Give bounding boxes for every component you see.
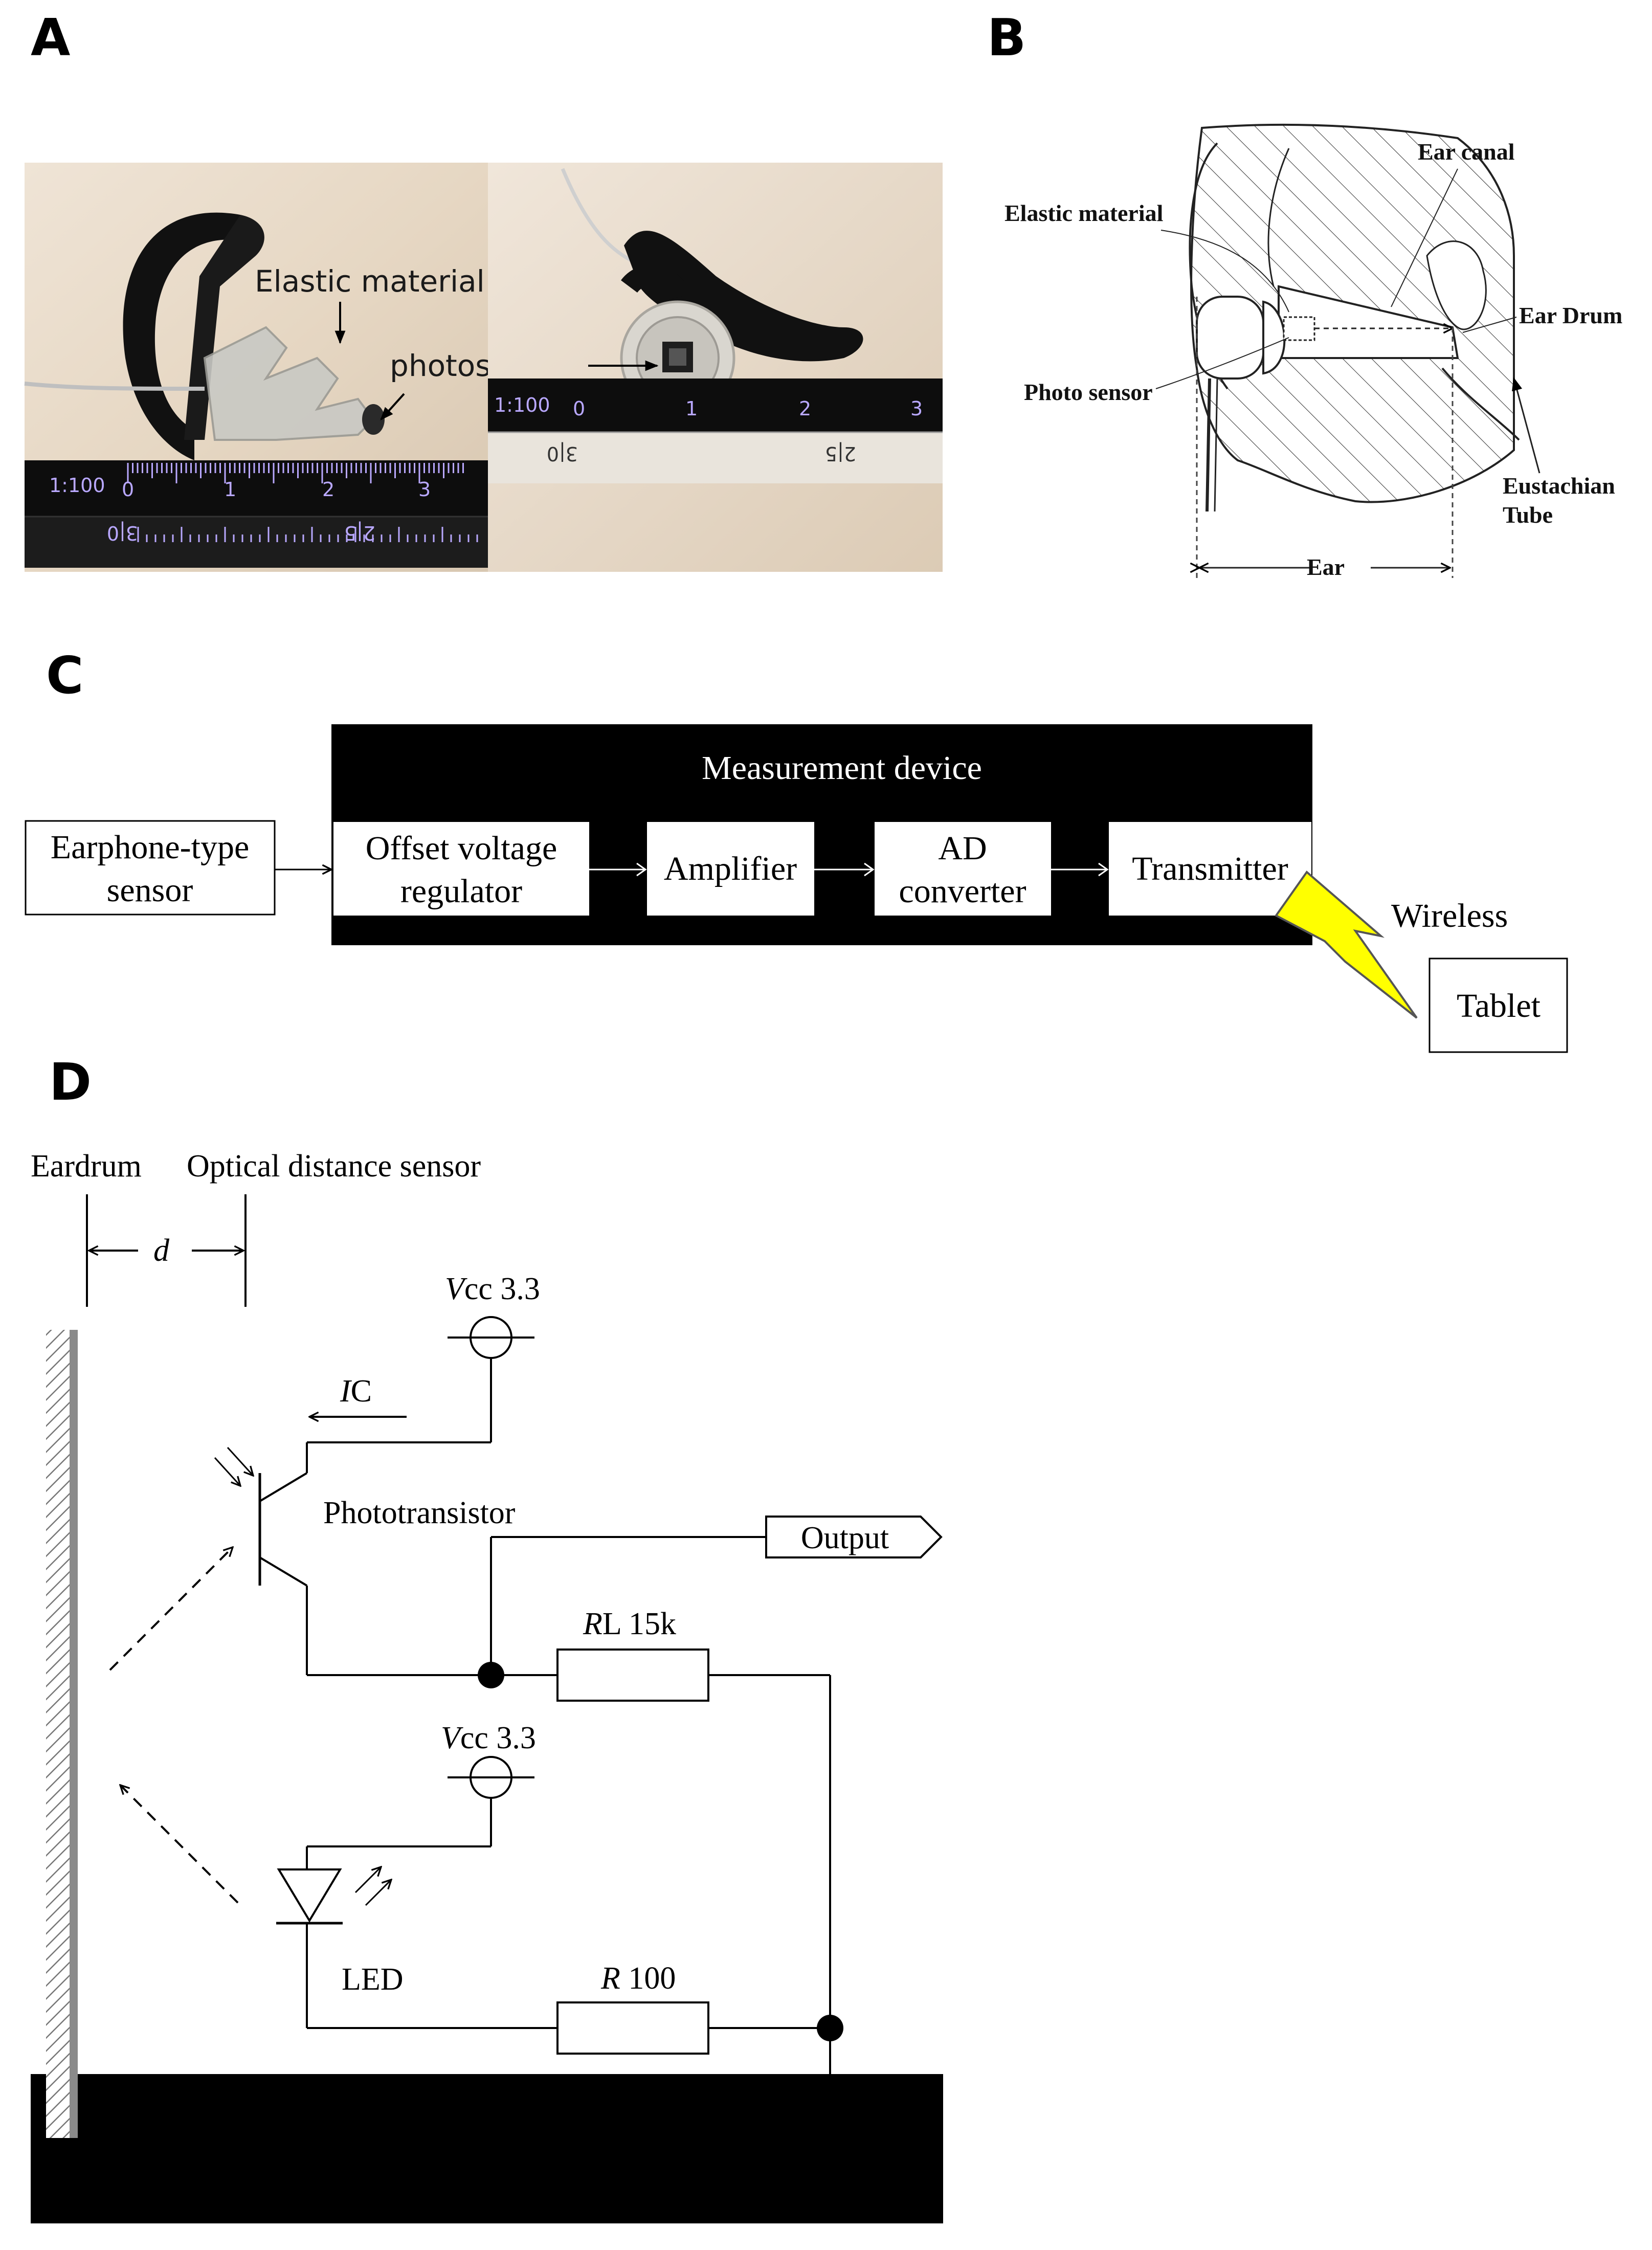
earphone-label-2: sensor <box>107 872 193 909</box>
rl-rest: L 15k <box>602 1607 676 1641</box>
resistor-r100 <box>556 2001 709 2055</box>
measurement-device-label: Measurement device <box>702 749 982 787</box>
r100-rest: 100 <box>620 1961 676 1996</box>
earphone-label-1: Earphone-type <box>51 829 250 866</box>
ruler-left-tick-2: 2 <box>322 478 334 501</box>
vcc-top-rest: cc 3.3 <box>464 1272 540 1306</box>
vcc-bottom-rest: cc 3.3 <box>460 1721 536 1755</box>
r100-label: R 100 <box>600 1961 676 1996</box>
panel-a-letter: A <box>31 8 70 68</box>
amplifier-box <box>647 822 814 916</box>
earphone-hook-right <box>624 231 863 362</box>
offset-label-1: Offset voltage <box>366 830 557 867</box>
ear-label: Ear <box>1307 554 1345 580</box>
output-label: Output <box>801 1521 889 1555</box>
vcc-top-label: Vcc 3.3 <box>445 1272 540 1306</box>
panel-b: B Ear Ear canal Elastic material Ear Dru… <box>987 8 1622 580</box>
phototransistor-label: Phototransistor <box>323 1496 516 1530</box>
ic-label: IC <box>340 1374 372 1409</box>
ruler-left-scale: 1:100 <box>49 474 105 497</box>
ground-block <box>31 2074 943 2223</box>
ruler-right-btick-1: 2|5 <box>825 442 856 465</box>
vcc-top-v: V <box>445 1272 467 1306</box>
offset-regulator-box <box>333 822 589 916</box>
rl-label: RL 15k <box>583 1607 676 1641</box>
panel-d: D Eardrum Optical distance sensor d Vcc … <box>31 1052 943 2223</box>
junction-bottom <box>817 2015 843 2041</box>
amplifier-label: Amplifier <box>664 850 797 887</box>
resistor-rl <box>556 1648 709 1702</box>
ruler-left-tick-1: 1 <box>224 478 236 501</box>
ruler-right-scale: 1:100 <box>494 394 550 416</box>
ruler-left: 1:100 0 1 2 3 3|0 2|5 <box>25 460 488 568</box>
r100-r: R <box>600 1961 620 1996</box>
panel-a: A 1:100 0 1 2 3 <box>24 8 943 572</box>
ruler-right-tick-3: 3 <box>910 397 923 420</box>
rl-r: R <box>583 1607 602 1641</box>
silicone-tip <box>203 326 385 441</box>
ad-label-2: converter <box>899 873 1026 910</box>
ear-drum-label: Ear Drum <box>1519 302 1622 328</box>
ruler-left-btick-0: 3|0 <box>107 521 138 544</box>
eustachian-label-1: Eustachian <box>1503 473 1615 499</box>
offset-label-2: regulator <box>400 873 522 910</box>
tablet-box <box>1428 957 1568 1053</box>
ruler-right-btick-0: 3|0 <box>547 442 578 465</box>
panel-c-letter: C <box>46 645 83 705</box>
photo-right: 1:100 0 1 2 3 3|0 2|5 <box>488 163 943 572</box>
elastic-material-label: Elastic material <box>255 264 485 299</box>
photo-left: 1:100 0 1 2 3 3|0 2|5 Elastic material p… <box>24 163 574 572</box>
led-label: LED <box>342 1962 404 1997</box>
panel-c: C Measurement device Earphone-type senso… <box>25 645 1568 1053</box>
ad-converter-box <box>875 822 1051 916</box>
optical-sensor-label: Optical distance sensor <box>187 1149 481 1184</box>
output-terminal <box>765 1516 943 1558</box>
ruler-right: 1:100 0 1 2 3 3|0 2|5 <box>488 378 943 483</box>
ear-canal-label: Ear canal <box>1418 139 1515 165</box>
ruler-right-tick-2: 2 <box>799 397 811 420</box>
tablet-label: Tablet <box>1457 987 1541 1024</box>
earphone-hook <box>123 212 240 460</box>
elastic-material-b-label: Elastic material <box>1004 200 1163 226</box>
wireless-lightning-icon <box>1275 871 1418 1019</box>
ic-rest: C <box>351 1374 372 1409</box>
eustachian-label-2: Tube <box>1503 502 1553 528</box>
ic-i: I <box>340 1374 352 1409</box>
wireless-label: Wireless <box>1391 897 1508 934</box>
transmitter-label: Transmitter <box>1132 850 1288 887</box>
ruler-left-tick-3: 3 <box>418 478 431 501</box>
ruler-right-tick-1: 1 <box>685 397 698 420</box>
led-diode <box>277 1868 342 1923</box>
transmitter-box <box>1109 822 1311 916</box>
earplug <box>1196 296 1264 380</box>
ad-label-1: AD <box>938 830 987 867</box>
eardrum-label: Eardrum <box>31 1149 142 1184</box>
earphone-sensor-box <box>25 820 276 916</box>
junction-top <box>478 1662 504 1688</box>
photo-sensor-b-label: Photo sensor <box>1024 379 1153 405</box>
vcc-bottom-v: V <box>441 1721 463 1755</box>
ruler-left-btick-1: 2|5 <box>344 521 375 544</box>
panel-b-letter: B <box>987 8 1026 68</box>
vcc-bottom-label: Vcc 3.3 <box>441 1721 536 1755</box>
panel-d-letter: D <box>49 1052 92 1112</box>
d-symbol: d <box>153 1233 170 1268</box>
ruler-right-tick-0: 0 <box>573 397 585 420</box>
